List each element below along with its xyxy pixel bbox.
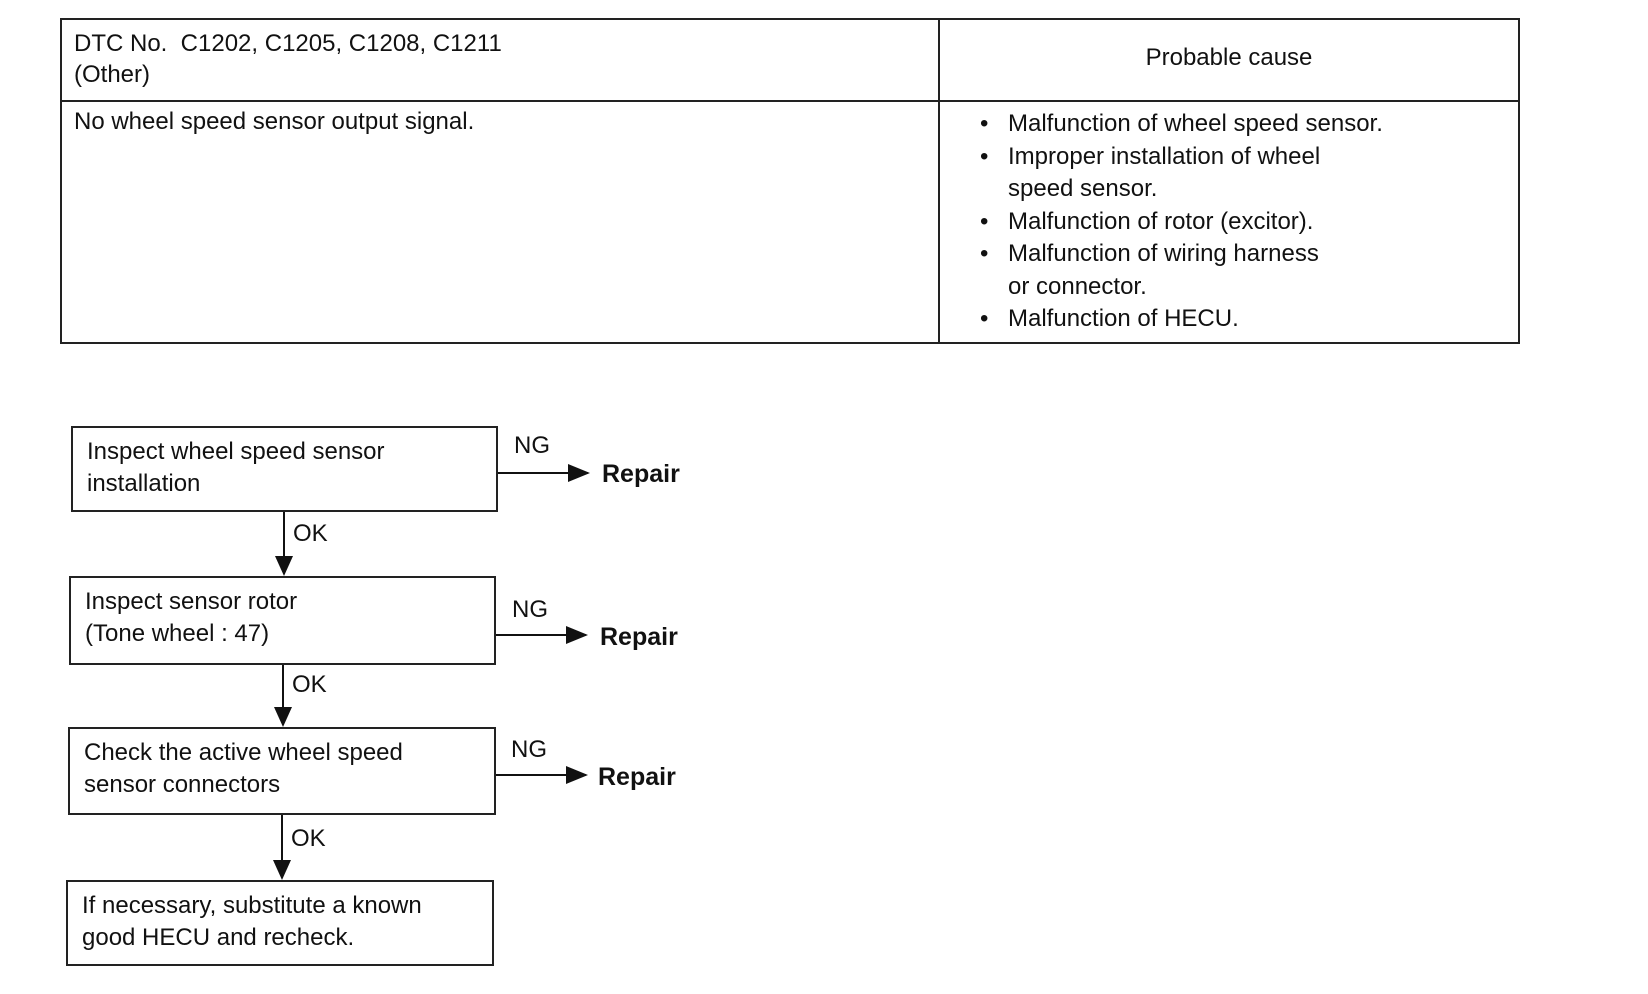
flow-step-text: sensor connectors bbox=[84, 771, 281, 798]
flow-step-text: If necessary, substitute a known bbox=[82, 892, 422, 919]
repair-label: Repair bbox=[600, 623, 678, 651]
cause-item: • Improper installation of wheel speed s… bbox=[978, 141, 1383, 206]
probable-cause-list: • Malfunction of wheel speed sensor. • I… bbox=[978, 108, 1383, 336]
ok-arrow-icon bbox=[274, 665, 292, 727]
cause-text: Improper installation of wheel bbox=[1008, 142, 1321, 170]
flow-step-3-box: Check the active wheel speed sensor conn… bbox=[68, 727, 496, 815]
probable-cause-header: Probable cause bbox=[1145, 44, 1313, 71]
dtc-condition-text: No wheel speed sensor output signal. bbox=[74, 108, 475, 135]
flow-step-4-box: If necessary, substitute a known good HE… bbox=[66, 880, 494, 966]
ok-label: OK bbox=[291, 825, 326, 852]
bullet-icon: • bbox=[980, 110, 989, 137]
ng-arrow-icon bbox=[496, 626, 588, 644]
repair-label: Repair bbox=[598, 763, 676, 791]
bullet-icon: • bbox=[980, 207, 989, 235]
bullet-icon: • bbox=[980, 305, 989, 332]
table-row-divider bbox=[62, 100, 1518, 102]
cause-text: Malfunction of rotor (excitor). bbox=[1008, 207, 1314, 235]
flow-step-text: (Tone wheel : 47) bbox=[85, 620, 270, 647]
cause-item: • Malfunction of rotor (excitor). bbox=[978, 206, 1383, 239]
ok-arrow-icon bbox=[273, 815, 291, 880]
flow-step-text: good HECU and recheck. bbox=[82, 924, 355, 951]
cause-text: Malfunction of wiring harness bbox=[1008, 240, 1319, 267]
flow-step-text: installation bbox=[87, 470, 201, 497]
cause-text-continued: speed sensor. bbox=[1008, 175, 1158, 202]
table-column-divider bbox=[938, 20, 940, 342]
flow-step-1-box: Inspect wheel speed sensor installation bbox=[71, 426, 498, 512]
flow-step-text: Inspect sensor rotor bbox=[85, 588, 298, 615]
cause-item: • Malfunction of wheel speed sensor. bbox=[978, 108, 1383, 141]
cause-item: • Malfunction of wiring harness or conne… bbox=[978, 238, 1383, 303]
dtc-number-line: DTC No. C1202, C1205, C1208, C1211 bbox=[74, 30, 502, 57]
dtc-category-line: (Other) bbox=[74, 61, 151, 88]
repair-label: Repair bbox=[602, 460, 680, 488]
ng-arrow-icon bbox=[498, 464, 590, 482]
flow-step-2-box: Inspect sensor rotor (Tone wheel : 47) bbox=[69, 576, 496, 665]
cause-text: Malfunction of HECU. bbox=[1008, 305, 1239, 332]
ok-label: OK bbox=[292, 671, 327, 698]
ok-label: OK bbox=[293, 520, 328, 547]
flow-step-text: Check the active wheel speed bbox=[84, 739, 403, 766]
dtc-table: DTC No. C1202, C1205, C1208, C1211 (Othe… bbox=[60, 18, 1520, 344]
ng-label: NG bbox=[512, 596, 548, 623]
ok-arrow-icon bbox=[275, 512, 293, 576]
bullet-icon: • bbox=[980, 240, 989, 267]
ng-label: NG bbox=[511, 736, 547, 763]
cause-text-continued: or connector. bbox=[1008, 272, 1147, 300]
flow-step-text: Inspect wheel speed sensor bbox=[87, 438, 385, 465]
ng-arrow-icon bbox=[496, 766, 588, 784]
cause-item: • Malfunction of HECU. bbox=[978, 303, 1383, 336]
bullet-icon: • bbox=[980, 142, 989, 170]
ng-label: NG bbox=[514, 432, 550, 459]
cause-text: Malfunction of wheel speed sensor. bbox=[1008, 110, 1383, 137]
dtc-number-header: DTC No. C1202, C1205, C1208, C1211 (Othe… bbox=[74, 28, 502, 90]
